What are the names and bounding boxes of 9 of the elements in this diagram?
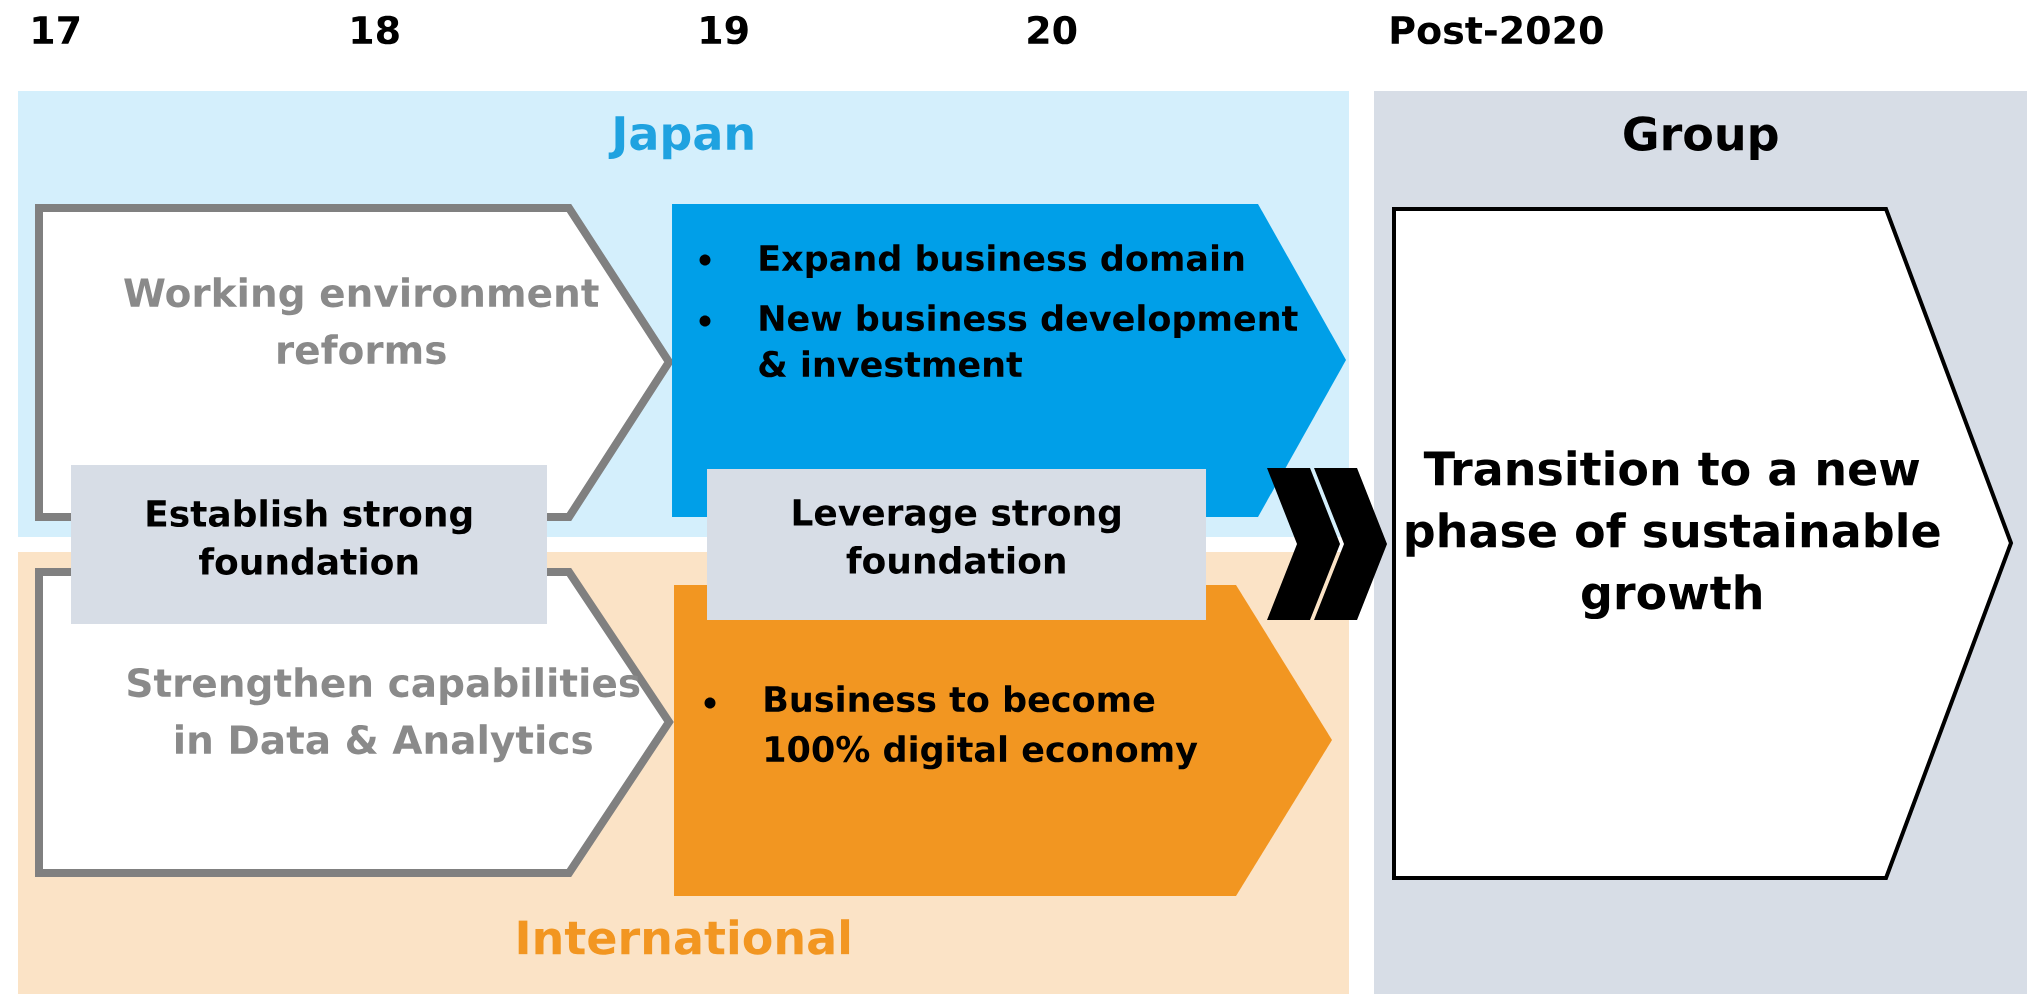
year-label: Post-2020	[1391, 15, 1603, 45]
label-box: Leverage strong foundation	[707, 469, 1206, 620]
year-label: 19	[701, 15, 748, 45]
label-box: Establish strong foundation	[71, 465, 547, 624]
year-label: 20	[1028, 15, 1077, 45]
year-label: 18	[352, 15, 399, 45]
step-panel: Transition to a new phase of sustainable growth	[1392, 207, 2014, 880]
fast-forward-icon	[1267, 468, 1387, 620]
year-label: 17	[33, 16, 80, 44]
